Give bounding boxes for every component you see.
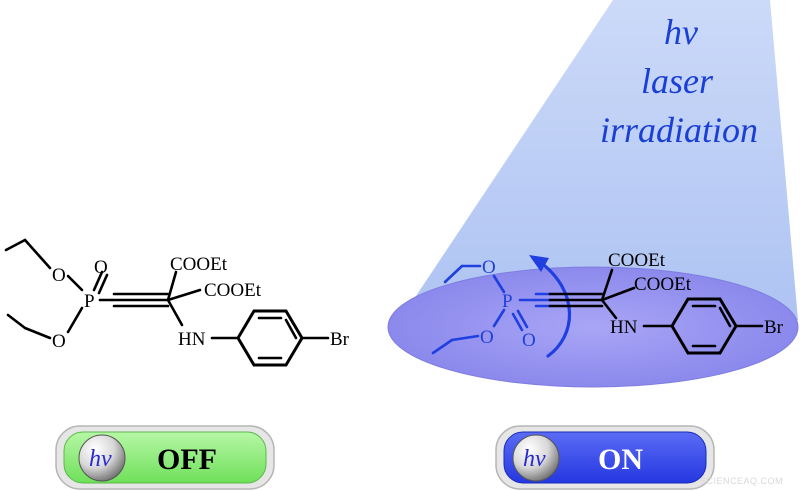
right-ester-2: COOEt bbox=[634, 274, 692, 295]
left-ester-2: COOEt bbox=[204, 280, 262, 301]
watermark: SCIENCEAQ.COM bbox=[700, 476, 783, 486]
right-atom-o-bottom: O bbox=[480, 327, 494, 348]
laser-label-hv: hv bbox=[664, 12, 698, 52]
left-atom-o-double: O bbox=[94, 257, 108, 278]
switch-on[interactable]: hv ON bbox=[495, 425, 715, 490]
switch-on-knob[interactable] bbox=[512, 434, 560, 482]
right-ester-1: COOEt bbox=[608, 250, 666, 271]
left-atom-o-bottom: O bbox=[52, 331, 66, 352]
right-atom-p: P bbox=[502, 291, 513, 312]
switch-off-knob-label: hv bbox=[89, 446, 112, 472]
switch-off-label: OFF bbox=[157, 443, 217, 476]
left-atom-o-top: O bbox=[52, 265, 66, 286]
left-atom-p: P bbox=[84, 291, 95, 312]
rotation-arrowhead bbox=[529, 255, 549, 272]
left-ester-1: COOEt bbox=[170, 254, 228, 275]
molecule-right-blue-part bbox=[431, 264, 552, 355]
switch-off[interactable]: hv OFF bbox=[55, 425, 275, 490]
right-atom-o-top: O bbox=[482, 257, 496, 278]
molecule-right-black-part bbox=[548, 268, 764, 355]
right-amine-hn: HN bbox=[610, 317, 638, 338]
left-amine-hn: HN bbox=[178, 329, 206, 350]
laser-beam bbox=[400, 0, 798, 320]
switch-on-label: ON bbox=[598, 443, 643, 476]
laser-label-irradiation: irradiation bbox=[600, 110, 758, 150]
switch-on-knob-label: hv bbox=[523, 446, 546, 472]
laser-label-laser: laser bbox=[641, 61, 714, 101]
switch-off-knob[interactable] bbox=[78, 434, 126, 482]
molecule-left bbox=[4, 238, 330, 367]
irradiation-spot bbox=[387, 266, 799, 388]
rotation-arrow bbox=[538, 260, 572, 358]
right-atom-o-double: O bbox=[522, 330, 536, 351]
right-atom-br: Br bbox=[764, 317, 784, 338]
left-atom-br: Br bbox=[330, 329, 350, 350]
